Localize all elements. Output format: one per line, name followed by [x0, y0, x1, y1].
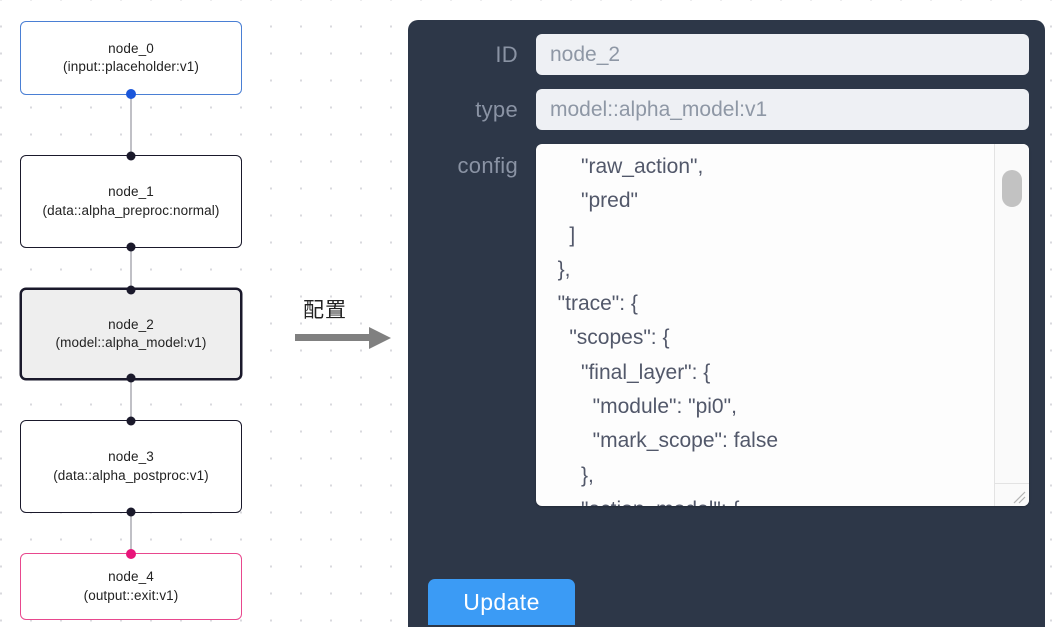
graph-node-node_2[interactable]: node_2 (model::alpha_model:v1) — [20, 285, 242, 383]
node-label: node_2 (model::alpha_model:v1) — [55, 316, 207, 350]
config-field-label: config — [457, 153, 518, 178]
right-arrow-icon — [295, 327, 391, 349]
node-label: node_4 (output::exit:v1) — [83, 569, 179, 603]
node-label: node_3 (data::alpha_postproc:v1) — [53, 449, 209, 483]
config-textarea-wrapper[interactable]: "raw_action", "pred" ] }, "trace": { "sc… — [536, 144, 1029, 506]
field-row-config: config "raw_action", "pred" ] }, "trace"… — [424, 144, 1029, 506]
graph-node-node_1[interactable]: node_1 (data::alpha_preproc:normal) — [20, 151, 242, 252]
id-input[interactable] — [536, 34, 1029, 75]
node-handle-top[interactable] — [126, 416, 136, 426]
graph-node-node_0[interactable]: node_0 (input::placeholder:v1) — [20, 21, 242, 99]
config-scrollbar[interactable] — [994, 144, 1029, 506]
config-textarea[interactable]: "raw_action", "pred" ] }, "trace": { "sc… — [557, 155, 778, 506]
graph-node-node_3[interactable]: node_3 (data::alpha_postproc:v1) — [20, 416, 242, 517]
node-label: node_0 (input::placeholder:v1) — [63, 40, 199, 74]
id-field-label: ID — [495, 42, 518, 67]
node-handle-top[interactable] — [126, 151, 136, 161]
node-handle-top[interactable] — [126, 549, 136, 559]
annotation-config-arrow: 配置 — [295, 300, 405, 360]
node-label: node_1 (data::alpha_preproc:normal) — [42, 184, 220, 218]
node-handle-bottom[interactable] — [126, 242, 136, 252]
node-handle-bottom[interactable] — [126, 507, 136, 517]
type-field-label: type — [475, 97, 518, 122]
update-button[interactable]: Update — [428, 579, 575, 625]
scrollbar-end-divider — [995, 483, 1029, 484]
config-scrollbar-thumb[interactable] — [1002, 170, 1022, 207]
node-handle-bottom[interactable] — [126, 373, 136, 383]
graph-node-node_4[interactable]: node_4 (output::exit:v1) — [20, 549, 242, 620]
resize-handle-icon[interactable] — [1011, 489, 1027, 505]
field-row-id: ID — [424, 34, 1029, 75]
node-handle-top[interactable] — [126, 285, 136, 295]
node-handle-bottom[interactable] — [126, 89, 136, 99]
field-row-type: type — [424, 89, 1029, 130]
node-config-panel: ID type config "raw_action", "pred" ] },… — [408, 20, 1045, 627]
type-input[interactable] — [536, 89, 1029, 130]
annotation-label: 配置 — [303, 298, 347, 322]
